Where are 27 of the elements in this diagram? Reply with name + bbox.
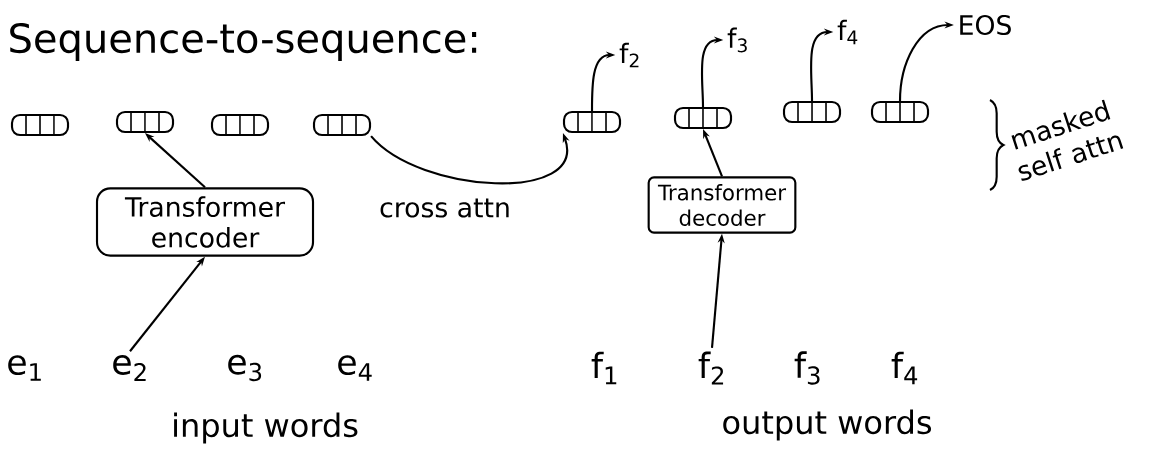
edge-label: cross attn bbox=[376, 195, 514, 221]
output-token: EOS bbox=[960, 14, 1011, 36]
vector-box bbox=[870, 100, 930, 124]
axis-caption: output words bbox=[723, 409, 931, 441]
token-label: e$_{3}$ bbox=[228, 354, 262, 382]
vector-box bbox=[673, 106, 733, 130]
output-token: f$_{3}$ bbox=[727, 27, 747, 53]
arrow bbox=[145, 133, 206, 189]
vector-box bbox=[210, 113, 270, 137]
vector-box bbox=[312, 113, 372, 137]
token-label: f$_{4}$ bbox=[891, 351, 918, 385]
vector-box bbox=[10, 113, 70, 137]
output-token: f$_{2}$ bbox=[619, 42, 639, 68]
model-box: Transformer decoder bbox=[647, 176, 797, 234]
title: Sequence-to-sequence: bbox=[10, 23, 477, 61]
token-label: f$_{2}$ bbox=[698, 351, 724, 385]
output-token: f$_{4}$ bbox=[837, 19, 858, 45]
model-box: Transformer encoder bbox=[95, 187, 315, 257]
token-label: f$_{1}$ bbox=[591, 351, 617, 385]
token-label: e$_{2}$ bbox=[113, 355, 146, 381]
vector-box bbox=[115, 110, 175, 134]
axis-caption: input words bbox=[174, 412, 358, 444]
vector-box bbox=[562, 110, 622, 134]
token-label: f$_{3}$ bbox=[794, 351, 820, 385]
vector-box bbox=[782, 100, 842, 124]
token-label: e$_{1}$ bbox=[8, 355, 41, 381]
token-label: e$_{4}$ bbox=[338, 355, 372, 381]
